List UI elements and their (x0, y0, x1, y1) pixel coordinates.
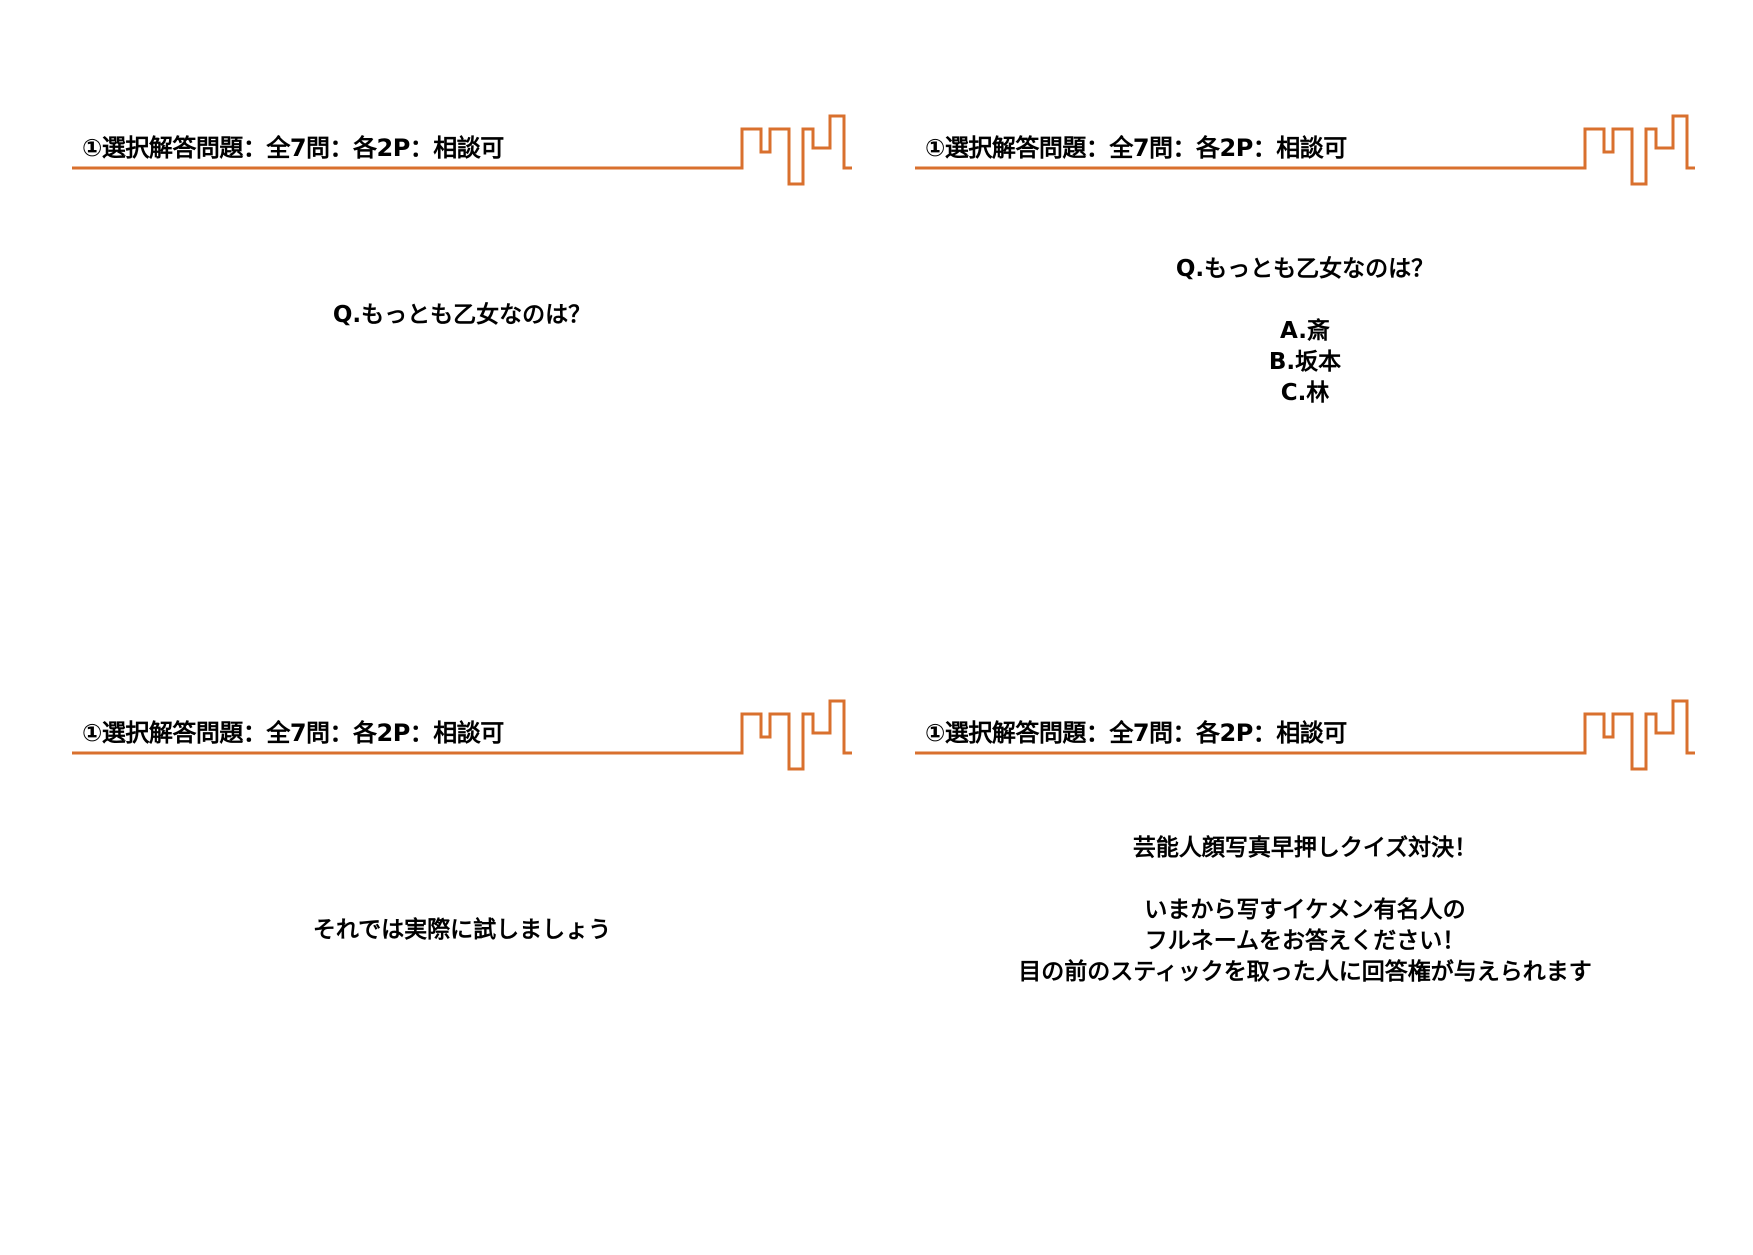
option-a: A.斎 (1280, 318, 1330, 344)
slide-header-title: ①選択解答問題：全7問：各2P：相談可 (82, 134, 504, 162)
body-text-line: それでは実際に試しましょう (312, 917, 612, 943)
header-underline-deco (72, 699, 852, 771)
question-text: Q.もっとも乙女なのは？ (332, 302, 592, 328)
slide-2: ①選択解答問題：全7問：各2P：相談可 Q.もっとも乙女なのは？ A.斎 B.坂… (915, 110, 1695, 670)
option-c: C.林 (1280, 380, 1330, 406)
instruction-line-2: フルネームをお答えください！ (1144, 928, 1466, 954)
slide-header-title: ①選択解答問題：全7問：各2P：相談可 (925, 719, 1347, 747)
slide-header-title: ①選択解答問題：全7問：各2P：相談可 (82, 719, 504, 747)
slide-4: ①選択解答問題：全7問：各2P：相談可 芸能人顔写真早押しクイズ対決！ いまから… (915, 695, 1695, 1255)
instruction-line-3: 目の前のスティックを取った人に回答権が与えられます (1018, 959, 1592, 985)
header-underline-deco (915, 114, 1695, 186)
slide-body: 芸能人顔写真早押しクイズ対決！ いまから写すイケメン有名人の フルネームをお答え… (915, 833, 1695, 988)
header-underline-deco (72, 114, 852, 186)
instruction-line-1: いまから写すイケメン有名人の (1144, 897, 1466, 923)
slide-3: ①選択解答問題：全7問：各2P：相談可 それでは実際に試しましょう (72, 695, 852, 1255)
question-text: Q.もっとも乙女なのは？ (1175, 256, 1435, 282)
slide-body: それでは実際に試しましょう (72, 915, 852, 946)
slide-1: ①選択解答問題：全7問：各2P：相談可 Q.もっとも乙女なのは？ (72, 110, 852, 670)
header-underline-deco (915, 699, 1695, 771)
slide-body: Q.もっとも乙女なのは？ (72, 300, 852, 331)
slide-header-title: ①選択解答問題：全7問：各2P：相談可 (925, 134, 1347, 162)
quiz-title: 芸能人顔写真早押しクイズ対決！ (1132, 835, 1478, 861)
slide-body: Q.もっとも乙女なのは？ A.斎 B.坂本 C.林 (915, 254, 1695, 409)
option-b: B.坂本 (1268, 349, 1342, 375)
